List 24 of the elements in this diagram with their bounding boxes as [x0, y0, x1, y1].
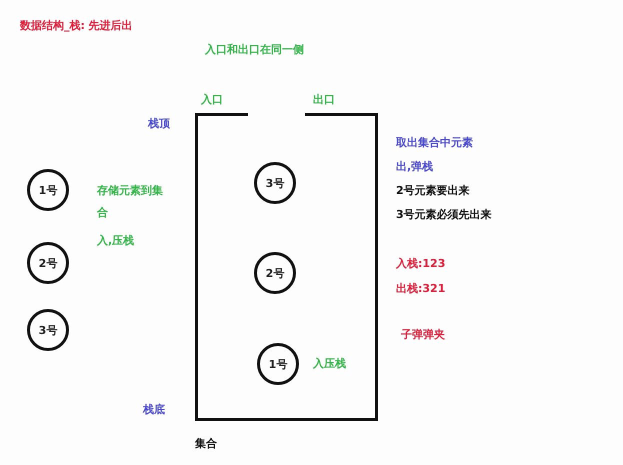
note-text: 栈顶	[148, 117, 170, 130]
note-text: 入口	[201, 93, 223, 106]
element-circle: 1号	[27, 169, 69, 211]
element-circle: 2号	[254, 252, 296, 294]
note-text: 子弹弹夹	[401, 328, 445, 342]
open-top-container	[195, 113, 378, 421]
caption-text: 入压栈	[313, 357, 346, 370]
note-text: 出,弹栈	[396, 160, 434, 174]
note-text: 出口	[313, 93, 335, 106]
element-circle: 2号	[27, 242, 69, 284]
note-text: 入,压栈	[97, 234, 134, 248]
note-text: 入口和出口在同一侧	[205, 43, 304, 56]
note-text: 入栈:123	[396, 257, 446, 270]
diagram-title: 数据结构_栈: 先进后出	[20, 19, 133, 32]
note-text: 栈底	[143, 403, 165, 416]
note-text: 出栈:321	[396, 282, 446, 296]
caption-text: 集合	[195, 437, 217, 450]
note-text: 2号元素要出来	[396, 184, 470, 198]
note-text: 存储元素到集合	[97, 183, 164, 221]
element-circle: 3号	[27, 309, 69, 351]
note-text: 取出集合中元素	[396, 136, 473, 150]
element-circle: 3号	[254, 162, 296, 204]
note-text: 3号元素必须先出来	[396, 208, 492, 222]
element-circle: 1号	[257, 343, 299, 385]
